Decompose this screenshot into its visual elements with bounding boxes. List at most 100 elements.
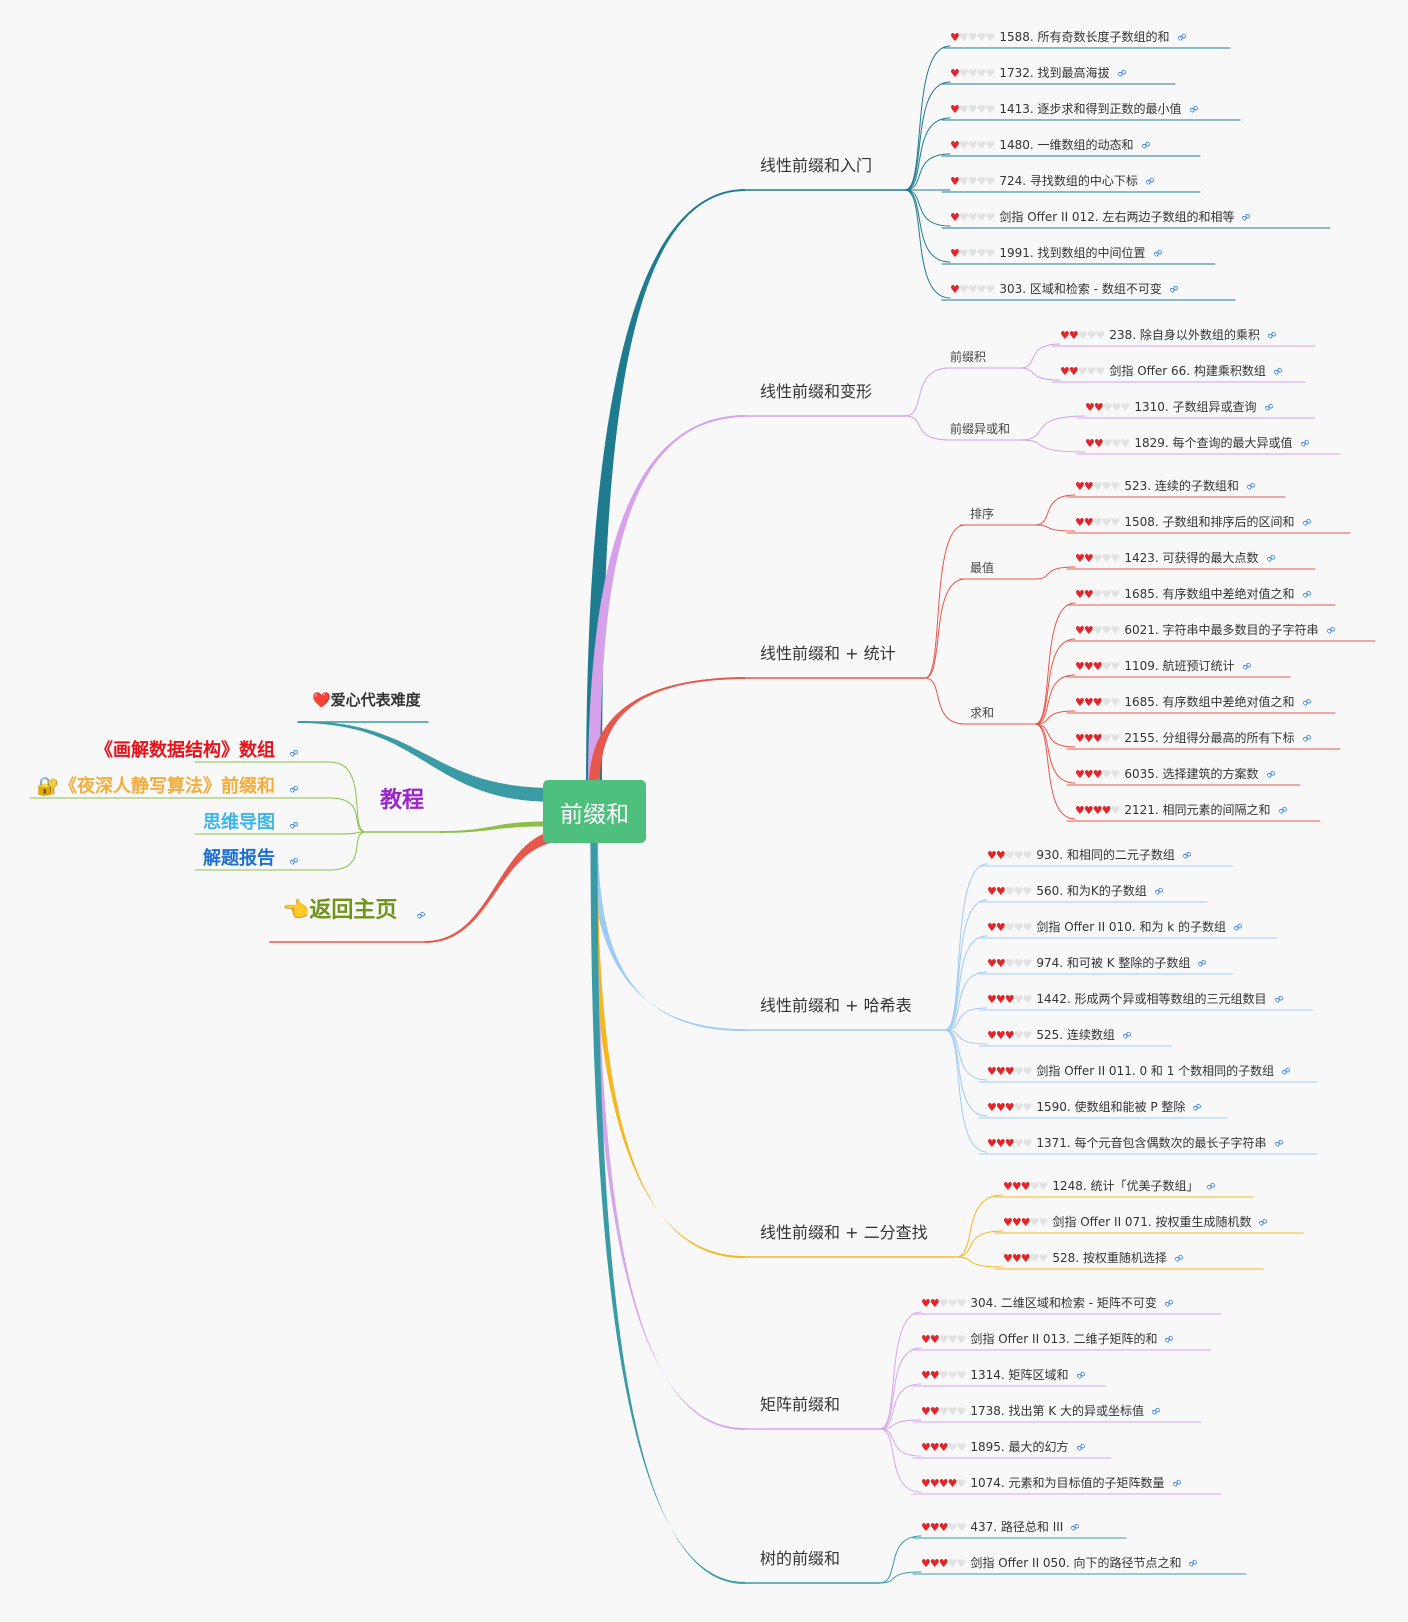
back-home-link[interactable]: 👈返回主页 [282, 900, 397, 922]
problem-leaf[interactable]: ♥♥♥♥♥6035. 选择建筑的方案数∞ [1075, 765, 1279, 783]
heart-filled-icon: ♥ [1093, 437, 1104, 450]
problem-leaf[interactable]: ♥♥♥♥♥528. 按权重随机选择∞ [1003, 1249, 1188, 1267]
subgroup[interactable]: 前缀异或和 [950, 420, 1010, 438]
heart-empty-icon: ♥ [1110, 732, 1121, 745]
problem-title: 6021. 字符串中最多数目的子字符串 [1124, 623, 1319, 637]
heart-filled-icon: ♥ [1083, 696, 1094, 709]
heart-empty-icon: ♥ [956, 1297, 967, 1310]
tutorial-link-reports[interactable]: 解题报告 [203, 850, 275, 868]
heart-filled-icon: ♥ [938, 1557, 949, 1570]
problem-leaf[interactable]: ♥♥♥♥♥1074. 元素和为目标值的子矩阵数量∞ [921, 1474, 1185, 1492]
problem-leaf[interactable]: ♥♥♥♥♥1829. 每个查询的最大异或值∞ [1085, 434, 1313, 452]
problem-leaf[interactable]: ♥♥♥♥♥1442. 形成两个异或相等数组的三元组数目∞ [987, 990, 1287, 1008]
branch-tree[interactable]: 树的前缀和 [760, 1550, 840, 1568]
tutorial-link-mindmap[interactable]: 思维导图 [203, 814, 275, 832]
leaf-connector [879, 1428, 922, 1457]
problem-leaf[interactable]: ♥♥♥♥♥238. 除自身以外数组的乘积∞ [1060, 326, 1281, 344]
difficulty-hearts: ♥♥♥♥♥ [921, 1369, 966, 1382]
heart-filled-icon: ♥ [1092, 696, 1103, 709]
problem-leaf[interactable]: ♥♥♥♥♥1423. 可获得的最大点数∞ [1075, 549, 1279, 567]
tutorial-link-prefix-sum[interactable]: 🔐《夜深人静写算法》前缀和 [37, 778, 275, 796]
heart-empty-icon: ♥ [967, 247, 978, 260]
heart-filled-icon: ♥ [921, 1333, 931, 1346]
heart-filled-icon: ♥ [1075, 552, 1085, 565]
problem-leaf[interactable]: ♥♥♥♥♥剑指 Offer II 013. 二维子矩阵的和∞ [921, 1330, 1178, 1348]
root-node[interactable]: 前缀和 [543, 780, 646, 843]
heart-empty-icon: ♥ [1004, 921, 1015, 934]
problem-leaf[interactable]: ♥♥♥♥♥1371. 每个元音包含偶数次的最长子字符串∞ [987, 1134, 1287, 1152]
leaf-connector [904, 189, 951, 263]
subgroup[interactable]: 排序 [970, 505, 994, 523]
heart-filled-icon: ♥ [1003, 1180, 1013, 1193]
problem-leaf[interactable]: ♥♥♥♥♥1588. 所有奇数长度子数组的和∞ [950, 28, 1190, 46]
branch-binary-label: 线性前缀和 + 二分查找 [760, 1223, 928, 1242]
problem-leaf[interactable]: ♥♥♥♥♥1508. 子数组和排序后的区间和∞ [1075, 513, 1315, 531]
heart-empty-icon: ♥ [938, 1405, 949, 1418]
problem-leaf[interactable]: ♥♥♥♥♥2155. 分组得分最高的所有下标∞ [1075, 729, 1315, 747]
problem-leaf[interactable]: ♥♥♥♥♥1732. 找到最高海拔∞ [950, 64, 1130, 82]
heart-empty-icon: ♥ [1101, 516, 1112, 529]
problem-leaf[interactable]: ♥♥♥♥♥6021. 字符串中最多数目的子字符串∞ [1075, 621, 1339, 639]
problem-leaf[interactable]: ♥♥♥♥♥1738. 找出第 K 大的异或坐标值∞ [921, 1402, 1165, 1420]
branch-intro[interactable]: 线性前缀和入门 [760, 157, 872, 175]
problem-leaf[interactable]: ♥♥♥♥♥1480. 一维数组的动态和∞ [950, 136, 1154, 154]
subgroup[interactable]: 最值 [970, 559, 994, 577]
problem-leaf[interactable]: ♥♥♥♥♥剑指 Offer II 010. 和为 k 的子数组∞ [987, 918, 1247, 936]
problem-leaf[interactable]: ♥♥♥♥♥1685. 有序数组中差绝对值之和∞ [1075, 585, 1315, 603]
problem-leaf[interactable]: ♥♥♥♥♥剑指 Offer 66. 构建乘积数组∞ [1060, 362, 1287, 380]
branch-matrix[interactable]: 矩阵前缀和 [760, 1396, 840, 1414]
problem-leaf[interactable]: ♥♥♥♥♥304. 二维区域和检索 - 矩阵不可变∞ [921, 1294, 1177, 1312]
problem-leaf[interactable]: ♥♥♥♥♥930. 和相同的二元子数组∞ [987, 846, 1196, 864]
problem-leaf[interactable]: ♥♥♥♥♥剑指 Offer II 012. 左右两边子数组的和相等∞ [950, 208, 1255, 226]
tutorial-link-label: 🔐《夜深人静写算法》前缀和 [36, 776, 275, 797]
problem-leaf[interactable]: ♥♥♥♥♥303. 区域和检索 - 数组不可变∞ [950, 280, 1182, 298]
problem-leaf[interactable]: ♥♥♥♥♥1248. 统计「优美子数组」∞ [1003, 1177, 1219, 1195]
problem-leaf[interactable]: ♥♥♥♥♥437. 路径总和 III∞ [921, 1518, 1084, 1536]
branch-variant[interactable]: 线性前缀和变形 [760, 383, 872, 401]
heart-empty-icon: ♥ [985, 247, 996, 260]
heart-empty-icon: ♥ [967, 283, 978, 296]
problem-leaf[interactable]: ♥♥♥♥♥剑指 Offer II 050. 向下的路径节点之和∞ [921, 1554, 1202, 1572]
problem-leaf[interactable]: ♥♥♥♥♥560. 和为K的子数组∞ [987, 882, 1167, 900]
problem-leaf[interactable]: ♥♥♥♥♥523. 连续的子数组和∞ [1075, 477, 1260, 495]
tutorial-link-label: 解题报告 [203, 848, 275, 869]
branch-binary[interactable]: 线性前缀和 + 二分查找 [760, 1224, 928, 1242]
heart-filled-icon: ♥ [921, 1297, 931, 1310]
difficulty-hearts: ♥♥♥♥♥ [1085, 401, 1130, 414]
subgroup[interactable]: 求和 [970, 704, 994, 722]
problem-leaf[interactable]: ♥♥♥♥♥剑指 Offer II 011. 0 和 1 个数相同的子数组∞ [987, 1062, 1295, 1080]
leaf-connector [944, 1029, 988, 1081]
problem-leaf[interactable]: ♥♥♥♥♥1310. 子数组异或查询∞ [1085, 398, 1277, 416]
subgroup[interactable]: 前缀积 [950, 348, 986, 366]
problem-leaf[interactable]: ♥♥♥♥♥2121. 相同元素的间隔之和∞ [1075, 801, 1291, 819]
problem-leaf[interactable]: ♥♥♥♥♥974. 和可被 K 整除的子数组∞ [987, 954, 1211, 972]
heart-filled-icon: ♥ [1101, 804, 1112, 817]
problem-leaf[interactable]: ♥♥♥♥♥525. 连续数组∞ [987, 1026, 1136, 1044]
heart-empty-icon: ♥ [938, 1369, 949, 1382]
heart-empty-icon: ♥ [1077, 365, 1088, 378]
leaf-connector [944, 1029, 988, 1117]
subgroup-label: 求和 [970, 706, 995, 720]
heart-filled-icon: ♥ [1085, 401, 1095, 414]
tutorial-node[interactable]: 教程 [380, 790, 424, 812]
problem-leaf[interactable]: ♥♥♥♥♥1109. 航班预订统计∞ [1075, 657, 1255, 675]
problem-leaf[interactable]: ♥♥♥♥♥724. 寻找数组的中心下标∞ [950, 172, 1159, 190]
problem-leaf[interactable]: ♥♥♥♥♥1895. 最大的幻方∞ [921, 1438, 1089, 1456]
problem-leaf[interactable]: ♥♥♥♥♥1590. 使数组和能被 P 整除∞ [987, 1098, 1206, 1116]
branch-stats-label: 线性前缀和 + 统计 [760, 644, 896, 663]
problem-leaf[interactable]: ♥♥♥♥♥剑指 Offer II 071. 按权重生成随机数∞ [1003, 1213, 1272, 1231]
problem-leaf[interactable]: ♥♥♥♥♥1685. 有序数组中差绝对值之和∞ [1075, 693, 1315, 711]
problem-title: 1371. 每个元音包含偶数次的最长子字符串 [1036, 1136, 1267, 1150]
problem-title: 238. 除自身以外数组的乘积 [1109, 328, 1260, 342]
problem-leaf[interactable]: ♥♥♥♥♥1413. 逐步求和得到正数的最小值∞ [950, 100, 1202, 118]
branch-stats[interactable]: 线性前缀和 + 统计 [760, 645, 896, 663]
branch-variant-trunk [588, 415, 745, 791]
heart-empty-icon: ♥ [947, 1297, 958, 1310]
leaf-connector [1034, 566, 1076, 580]
problem-leaf[interactable]: ♥♥♥♥♥1314. 矩阵区域和∞ [921, 1366, 1089, 1384]
heart-filled-icon: ♥ [1004, 1101, 1015, 1114]
difficulty-hearts: ♥♥♥♥♥ [987, 1101, 1032, 1114]
branch-hash[interactable]: 线性前缀和 + 哈希表 [760, 997, 912, 1015]
tutorial-link-array[interactable]: 《画解数据结构》数组 [95, 742, 275, 760]
problem-leaf[interactable]: ♥♥♥♥♥1991. 找到数组的中间位置∞ [950, 244, 1166, 262]
